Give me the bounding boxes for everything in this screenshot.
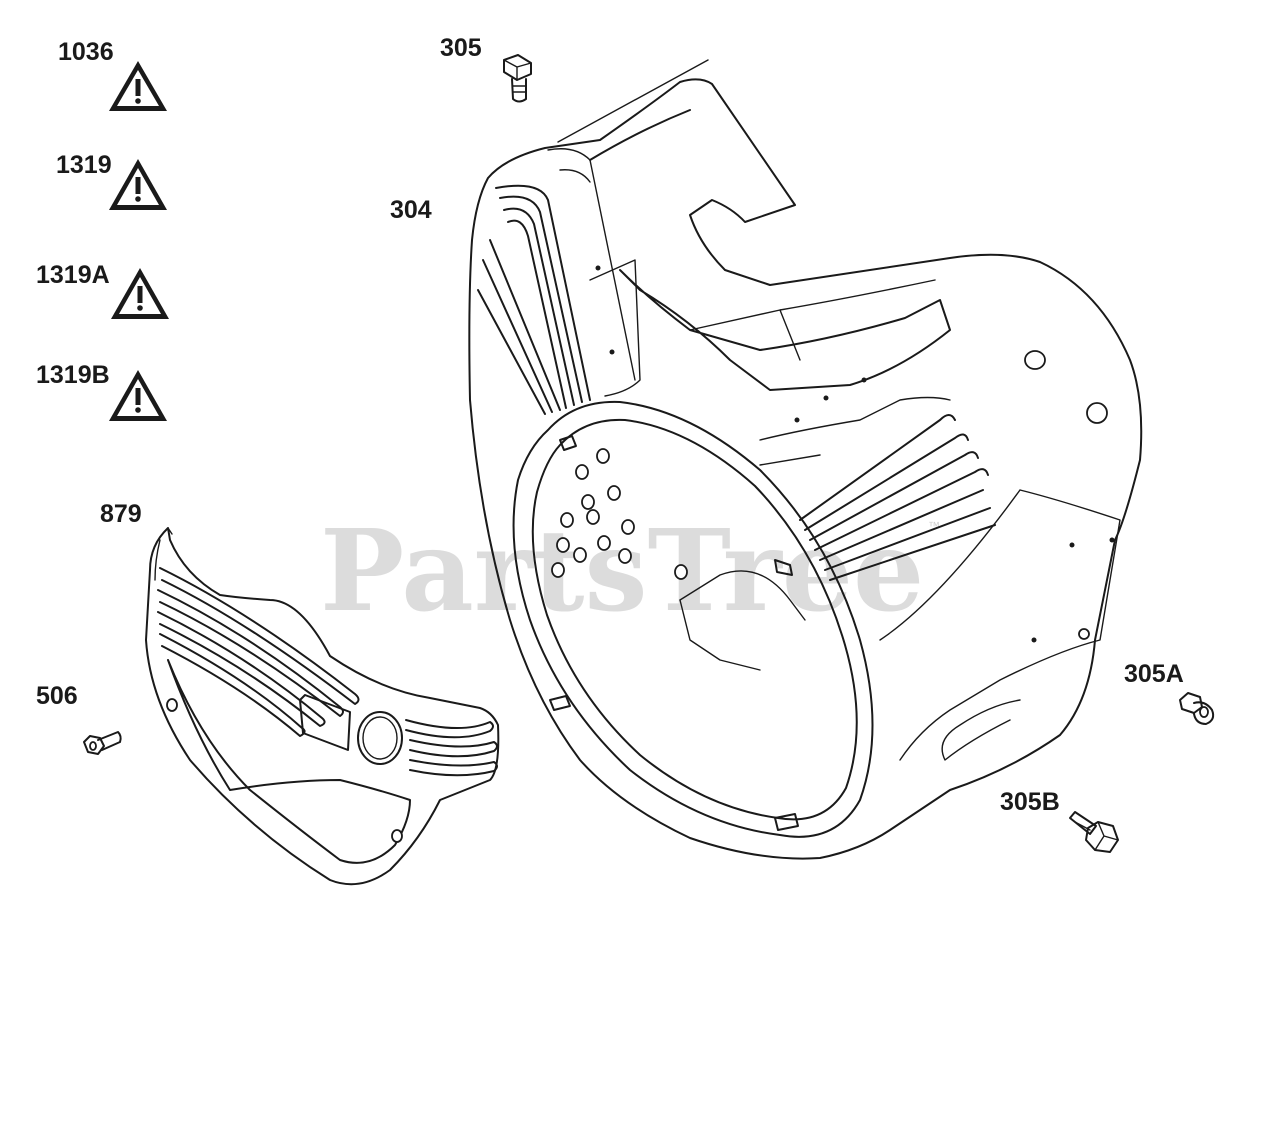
housing-fins-left bbox=[477, 148, 636, 415]
warning-label-1319[interactable]: 1319 bbox=[56, 151, 167, 210]
callout-1319B: 1319B bbox=[36, 361, 110, 389]
bolt-icon bbox=[1179, 692, 1215, 725]
bolt-icon bbox=[1069, 811, 1119, 853]
bolt-icon bbox=[503, 54, 532, 103]
warning-label-1319B[interactable]: 1319B bbox=[36, 361, 167, 421]
bolt-305B[interactable]: 305B bbox=[1000, 788, 1119, 853]
callout-305: 305 bbox=[440, 34, 482, 62]
blower-housing-304[interactable]: 304 bbox=[390, 59, 1143, 860]
callout-305A: 305A bbox=[1124, 660, 1184, 688]
cover-outline bbox=[145, 527, 500, 886]
callout-1036: 1036 bbox=[58, 38, 114, 66]
housing-top-edge bbox=[557, 59, 709, 143]
warning-label-1319A[interactable]: 1319A bbox=[36, 261, 169, 319]
housing-fins-right bbox=[759, 396, 996, 581]
screw-icon bbox=[83, 731, 122, 755]
callout-305B: 305B bbox=[1000, 788, 1060, 816]
bolt-305[interactable]: 305 bbox=[440, 34, 532, 103]
callout-304: 304 bbox=[390, 196, 432, 224]
housing-upper-panel bbox=[589, 109, 951, 391]
housing-outline bbox=[468, 78, 1143, 860]
callout-1319A: 1319A bbox=[36, 261, 110, 289]
callout-1319: 1319 bbox=[56, 151, 112, 179]
screw-506[interactable]: 506 bbox=[36, 682, 122, 755]
warning-triangle-icon bbox=[109, 159, 167, 210]
cover-recess bbox=[167, 659, 411, 864]
cover-grille bbox=[157, 567, 498, 777]
warning-label-1036[interactable]: 1036 bbox=[58, 38, 167, 111]
housing-front-ring bbox=[512, 400, 874, 838]
cover-879[interactable]: 879 bbox=[100, 500, 500, 886]
warning-triangle-icon bbox=[111, 268, 169, 319]
callout-506: 506 bbox=[36, 682, 78, 710]
housing-vent-holes bbox=[551, 448, 688, 580]
bolt-305A[interactable]: 305A bbox=[1124, 660, 1215, 725]
warning-triangle-icon bbox=[109, 61, 167, 111]
cover-emblem bbox=[357, 711, 403, 765]
callout-879: 879 bbox=[100, 500, 142, 528]
housing-bosses bbox=[549, 435, 799, 831]
cover-badge-window bbox=[299, 694, 351, 751]
housing-right-panel bbox=[879, 489, 1121, 761]
warning-triangle-icon bbox=[109, 370, 167, 421]
